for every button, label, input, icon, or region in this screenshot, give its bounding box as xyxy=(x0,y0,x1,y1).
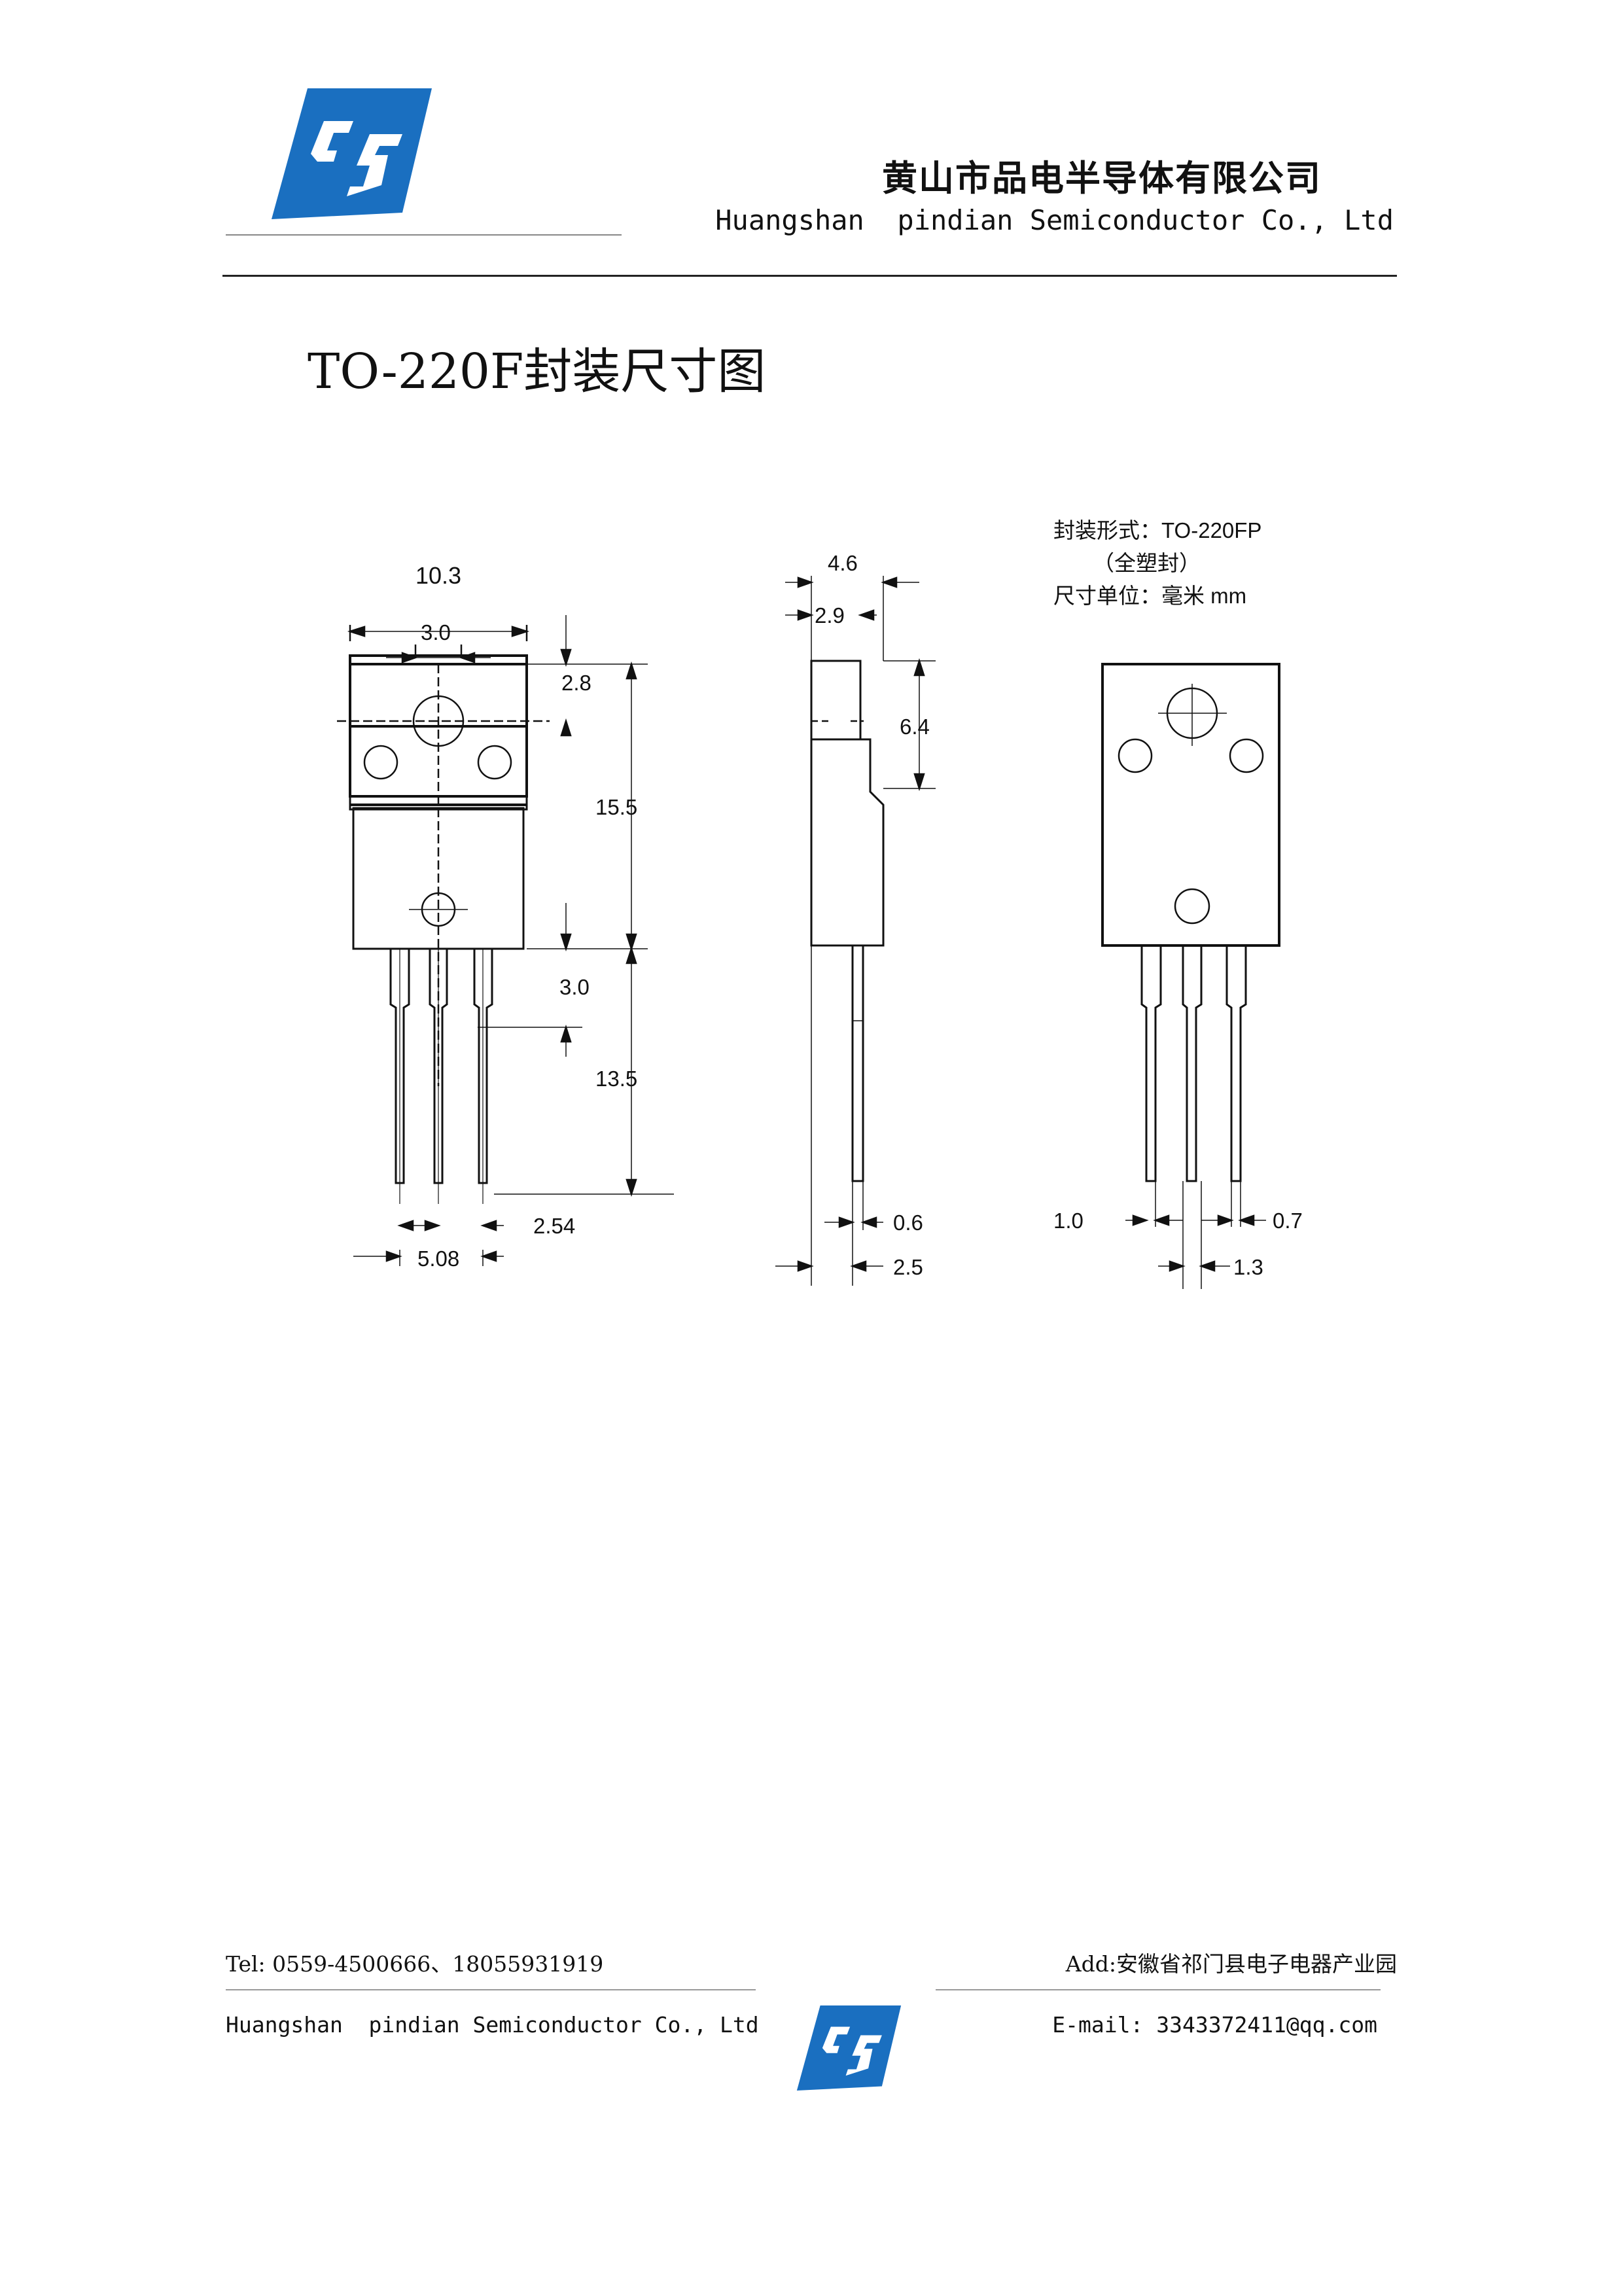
dim-lead-thickness: 0.6 xyxy=(893,1210,923,1235)
dim-hole-width: 3.0 xyxy=(421,620,451,645)
dim-span: 5.08 xyxy=(417,1246,459,1271)
header-short-rule xyxy=(226,234,622,236)
footer-tel: Tel: 0559-4500666、18055931919 xyxy=(226,1951,604,1977)
dim-lead-shoulder: 3.0 xyxy=(559,975,590,999)
footer-email: E-mail: 3343372411@qq.com xyxy=(1052,2012,1377,2038)
dim-lead-gap: 1.3 xyxy=(1233,1255,1263,1279)
dim-hole-top: 2.8 xyxy=(561,671,591,695)
header-rule xyxy=(222,275,1397,277)
dim-lead-width-wide: 1.0 xyxy=(1053,1209,1084,1233)
dim-total-thickness: 4.6 xyxy=(828,551,858,575)
dim-width: 10.3 xyxy=(415,562,461,589)
footer-rule-right xyxy=(936,1989,1381,1990)
dim-lead-offset: 2.5 xyxy=(893,1255,923,1279)
company-name-en: Huangshan pindian Semiconductor Co., Ltd xyxy=(715,204,1394,236)
package-note: （全塑封） xyxy=(1093,551,1201,575)
footer-company-en: Huangshan pindian Semiconductor Co., Ltd xyxy=(226,2012,759,2038)
footer-rule-left xyxy=(226,1989,756,1990)
page-title: TO-220F封装尺寸图 xyxy=(308,344,766,400)
dim-pitch: 2.54 xyxy=(533,1214,575,1238)
package-label: 封装形式：TO-220FP xyxy=(1053,518,1261,542)
company-logo xyxy=(272,88,432,219)
dim-tab-height: 6.4 xyxy=(900,715,930,739)
company-name-cn: 黄山市品电半导体有限公司 xyxy=(882,158,1322,199)
dim-lead-length: 13.5 xyxy=(595,1067,637,1091)
front-view xyxy=(337,615,674,1266)
side-view xyxy=(775,576,936,1286)
back-view xyxy=(1101,663,1280,1289)
dim-body-height: 15.5 xyxy=(595,795,637,819)
package-dimension-drawing: 10.3 3.0 2.8 15.5 3.0 13.5 2.54 5.08 xyxy=(337,518,1303,1289)
unit-label: 尺寸单位：毫米 mm xyxy=(1053,584,1246,608)
footer-logo xyxy=(796,2005,902,2091)
footer-address: Add:安徽省祁门县电子电器产业园 xyxy=(1065,1951,1397,1977)
dim-tab-thickness: 2.9 xyxy=(815,603,845,627)
dim-lead-width: 0.7 xyxy=(1273,1209,1303,1233)
